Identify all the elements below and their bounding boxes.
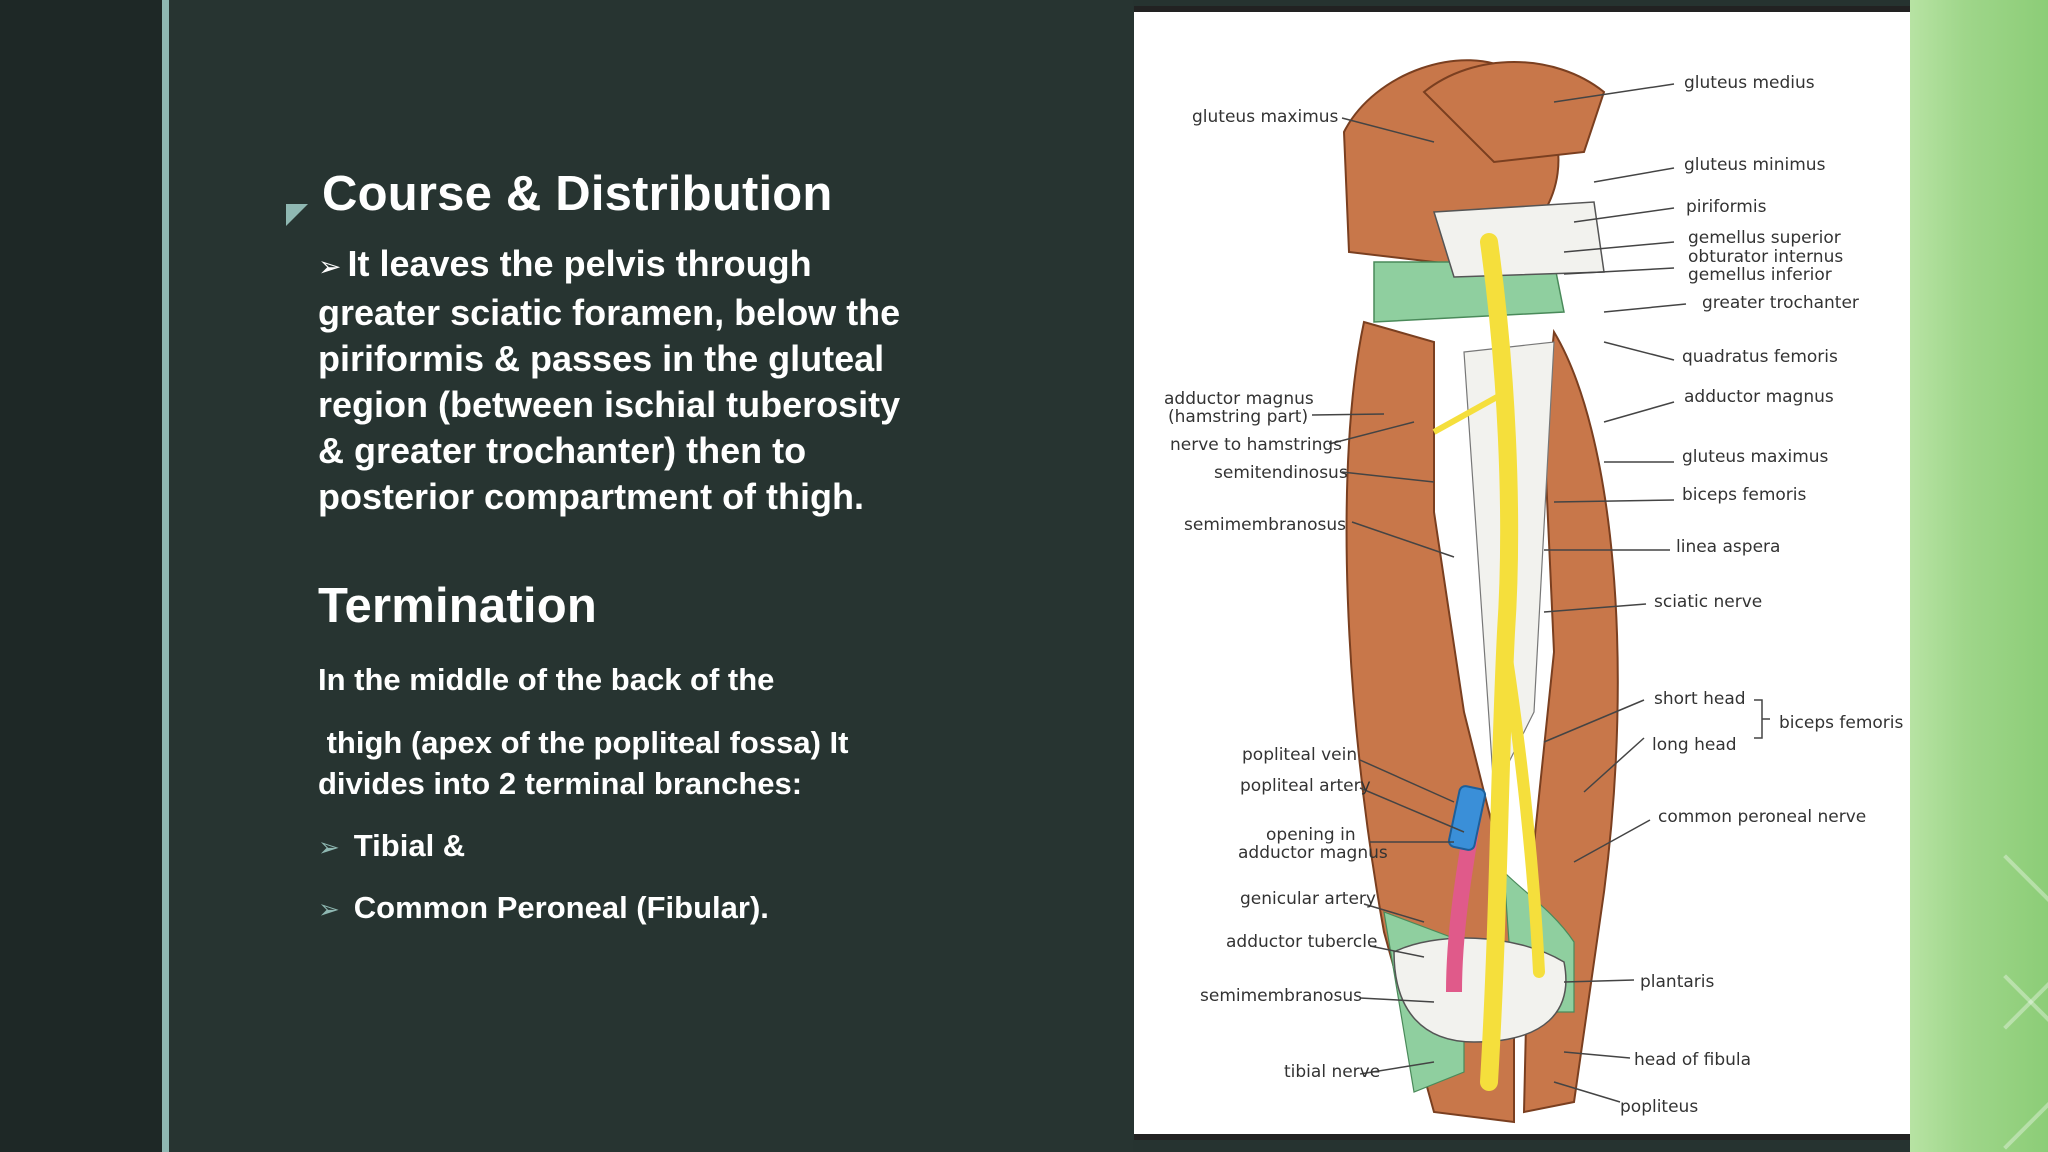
label-genicular-artery: genicular artery bbox=[1240, 889, 1376, 909]
chevron-decoration-icon bbox=[1918, 974, 2048, 1150]
label-long-head: long head bbox=[1652, 735, 1737, 755]
label-biceps-femoris-group: biceps femoris bbox=[1779, 713, 1903, 733]
sciatic-nerve bbox=[1432, 233, 1545, 1091]
label-nerve-to-hamstrings: nerve to hamstrings bbox=[1170, 435, 1342, 455]
label-popliteus: popliteus bbox=[1620, 1097, 1698, 1117]
branch-item-tibial: ➢ Tibial & bbox=[318, 825, 465, 868]
content-panel bbox=[169, 0, 1133, 1152]
arrow-bullet-icon: ➢ bbox=[318, 251, 342, 282]
course-paragraph: ➢It leaves the pelvis through greater sc… bbox=[318, 241, 958, 520]
vessels bbox=[1446, 785, 1487, 993]
label-opening-adductor: opening in bbox=[1266, 825, 1356, 845]
label-adductor-magnus-hamstring: (hamstring part) bbox=[1168, 407, 1308, 427]
course-line-text: It leaves the pelvis through bbox=[347, 243, 812, 284]
label-gluteus-medius: gluteus medius bbox=[1684, 73, 1815, 93]
label-semimembranosus: semimembranosus bbox=[1184, 515, 1346, 535]
label-gluteus-maximus-right: gluteus maximus bbox=[1682, 447, 1829, 467]
label-tibial-nerve: tibial nerve bbox=[1284, 1062, 1380, 1082]
arrow-bullet-icon: ➢ bbox=[318, 832, 340, 862]
branch-label: Tibial & bbox=[353, 828, 466, 863]
branch-item-common-peroneal: ➢ Common Peroneal (Fibular). bbox=[318, 887, 769, 930]
termination-line-3: divides into 2 terminal branches: bbox=[318, 766, 803, 801]
heading-termination: Termination bbox=[318, 579, 597, 633]
course-line: region (between ischial tuberosity bbox=[318, 384, 901, 425]
label-popliteal-artery: popliteal artery bbox=[1240, 776, 1371, 796]
label-gemellus-superior: gemellus superior bbox=[1688, 228, 1841, 248]
label-quadratus-femoris: quadratus femoris bbox=[1682, 347, 1838, 367]
course-line: ➢It leaves the pelvis through bbox=[318, 241, 958, 290]
course-line: posterior compartment of thigh. bbox=[318, 476, 865, 517]
label-biceps-femoris: biceps femoris bbox=[1682, 485, 1806, 505]
corner-triangle-icon bbox=[286, 204, 308, 226]
label-gluteus-maximus: gluteus maximus bbox=[1192, 107, 1339, 127]
label-adductor-tubercle: adductor tubercle bbox=[1226, 932, 1377, 952]
label-common-peroneal-nerve: common peroneal nerve bbox=[1658, 807, 1866, 827]
label-adductor-magnus-hamstring: adductor magnus bbox=[1164, 389, 1314, 409]
label-popliteal-vein: popliteal vein bbox=[1242, 745, 1357, 765]
label-obturator-internus: obturator internus bbox=[1688, 247, 1843, 267]
label-short-head: short head bbox=[1654, 689, 1746, 709]
label-gluteus-minimus: gluteus minimus bbox=[1684, 155, 1826, 175]
arrow-bullet-icon: ➢ bbox=[318, 894, 340, 924]
accent-stripe bbox=[162, 0, 169, 1152]
course-line: & greater trochanter) then to bbox=[318, 430, 807, 471]
label-semitendinosus: semitendinosus bbox=[1214, 463, 1348, 483]
course-line: piriformis & passes in the gluteal bbox=[318, 338, 885, 379]
decorative-green-strip bbox=[1910, 0, 2048, 1152]
termination-line-1: In the middle of the back of the bbox=[318, 662, 775, 697]
label-linea-aspera: linea aspera bbox=[1676, 537, 1780, 557]
label-greater-trochanter: greater trochanter bbox=[1702, 293, 1859, 313]
left-leaders bbox=[1311, 117, 1465, 1075]
thigh-muscles bbox=[1342, 59, 1619, 1124]
label-plantaris: plantaris bbox=[1640, 972, 1715, 992]
course-line: greater sciatic foramen, below the bbox=[318, 292, 901, 333]
right-leaders bbox=[1543, 83, 1770, 1103]
branch-label: Common Peroneal (Fibular). bbox=[353, 890, 769, 925]
label-piriformis: piriformis bbox=[1686, 197, 1767, 217]
posterior-thigh-illustration: gluteus maximus adductor magnus (hamstri… bbox=[1164, 59, 1903, 1124]
label-sciatic-nerve: sciatic nerve bbox=[1654, 592, 1762, 612]
label-head-of-fibula: head of fibula bbox=[1634, 1050, 1751, 1070]
anatomy-figure: gluteus maximus adductor magnus (hamstri… bbox=[1134, 6, 1910, 1140]
label-semimembranosus-lower: semimembranosus bbox=[1200, 986, 1362, 1006]
heading-course-distribution: Course & Distribution bbox=[322, 167, 833, 221]
termination-line-2: thigh (apex of the popliteal fossa) It bbox=[318, 725, 849, 760]
label-adductor-magnus: adductor magnus bbox=[1684, 387, 1834, 407]
left-dark-band bbox=[0, 0, 162, 1152]
label-opening-adductor: adductor magnus bbox=[1238, 843, 1388, 863]
label-gemellus-inferior: gemellus inferior bbox=[1688, 265, 1832, 285]
